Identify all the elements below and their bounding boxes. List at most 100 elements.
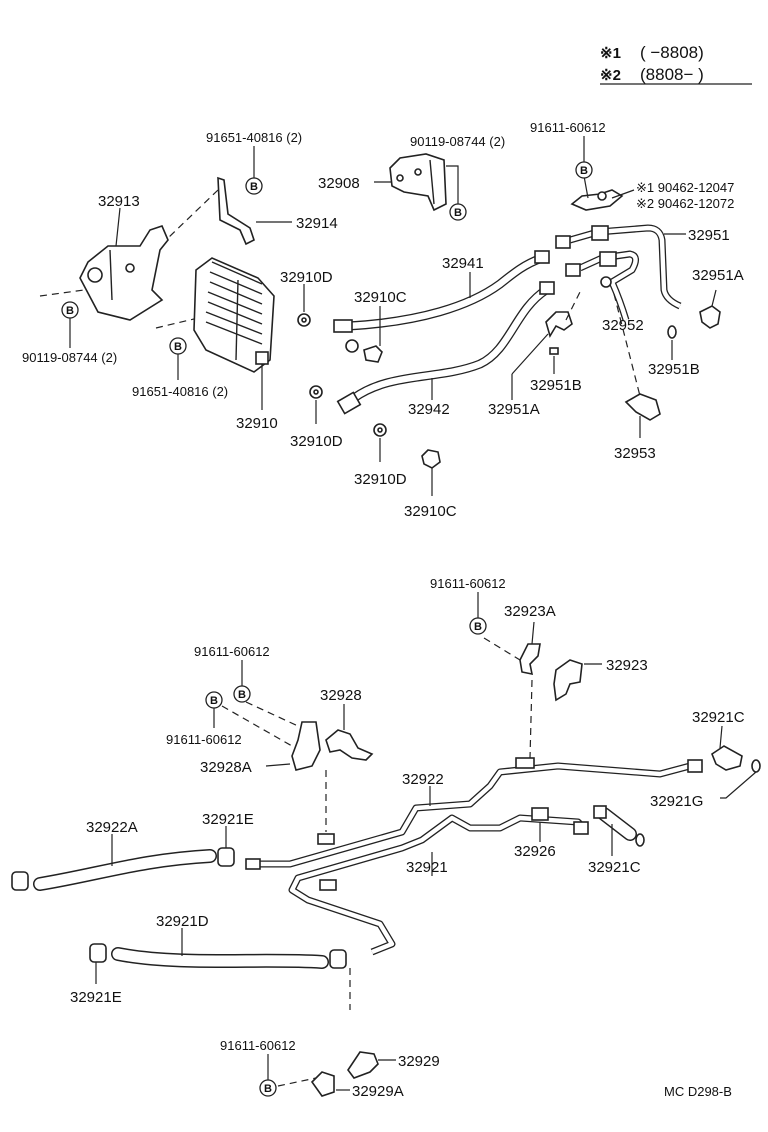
label-91611-60612-lowtop: 91611-60612: [430, 576, 506, 591]
label-32921G: 32921G: [650, 793, 703, 810]
legend-range-2: (8808− ): [640, 65, 704, 84]
svg-text:B: B: [264, 1083, 272, 1095]
clamp-32923: [553, 659, 583, 702]
clamp-32928A: [291, 721, 321, 771]
label-32921: 32921: [406, 859, 448, 876]
hose-32921C-bottom: [593, 805, 645, 847]
legend-mark-1: ※1: [600, 45, 621, 62]
bolt-symbol-91611-lowleft2: B: [205, 691, 223, 709]
label-32908: 32908: [318, 175, 360, 192]
oring-32951B-right: [667, 325, 677, 339]
label-91651-40816-mid: 91651-40816 (2): [132, 384, 228, 399]
label-32923: 32923: [606, 657, 648, 674]
label-32921E-top: 32921E: [202, 811, 254, 828]
svg-text:B: B: [238, 689, 246, 701]
svg-text:B: B: [66, 305, 74, 317]
legend-mark-2: ※2: [600, 67, 621, 84]
label-32951B-mid: 32951B: [530, 377, 582, 394]
bolt-symbol-90119-top: B: [449, 203, 467, 221]
label-32910D-c: 32910D: [354, 471, 407, 488]
label-32953: 32953: [614, 445, 656, 462]
label-32910D-b: 32910D: [290, 433, 343, 450]
washer-32910D-a: [297, 313, 311, 327]
label-32922: 32922: [402, 771, 444, 788]
label-32942: 32942: [408, 401, 450, 418]
cushion-center: [319, 879, 337, 891]
label-32913: 32913: [98, 193, 140, 210]
label-32952: 32952: [602, 317, 644, 334]
cushion-left: [317, 833, 335, 845]
label-32929A: 32929A: [352, 1083, 404, 1100]
label-1-90462-12047: ※1 90462-12047: [636, 180, 734, 195]
bolt-symbol-91611-top: B: [575, 161, 593, 179]
washer-32910D-c: [373, 423, 387, 437]
hose-32941: [333, 250, 550, 333]
label-32910D-a: 32910D: [280, 269, 333, 286]
label-32921E-bottom: 32921E: [70, 989, 122, 1006]
clamp-32921E-left: [11, 871, 29, 891]
label-91611-60612-lowleft1: 91611-60612: [194, 644, 270, 659]
legend-range-1: ( −8808): [640, 43, 704, 62]
bolt-symbol-91611-bottom: B: [259, 1079, 277, 1097]
clamp-32929A: [310, 1071, 335, 1097]
svg-text:B: B: [210, 695, 218, 707]
washer-32910D-b: [309, 385, 323, 399]
legend: ※1 ( −8808) ※2 (8808− ): [600, 43, 752, 85]
clamp-32921E-top: [217, 847, 235, 867]
label-91611-60612-top: 91611-60612: [530, 120, 606, 135]
label-2-90462-12072: ※2 90462-12072: [636, 196, 734, 211]
label-32951B-right: 32951B: [648, 361, 700, 378]
label-32929: 32929: [398, 1053, 440, 1070]
label-32951A-mid: 32951A: [488, 401, 540, 418]
bolt-symbol-90119-left: B: [61, 301, 79, 319]
footer-code: MC D298-B: [664, 1084, 732, 1099]
hose-32942: [336, 281, 555, 415]
label-91651-40816-top: 91651-40816 (2): [206, 130, 302, 145]
label-32923A: 32923A: [504, 603, 556, 620]
label-32951A-right: 32951A: [692, 267, 744, 284]
label-90119-08744-top: 90119-08744 (2): [410, 134, 505, 149]
hose-32921D: [111, 947, 329, 969]
clamp-32921E-mid: [329, 949, 347, 969]
bolt-symbol-91611-lowleft1: B: [233, 685, 251, 703]
pipe-32921: [288, 814, 589, 956]
label-90119-08744-left: 90119-08744 (2): [22, 350, 117, 365]
label-32928A: 32928A: [200, 759, 252, 776]
bolt-symbol-91611-lowtop: B: [469, 617, 487, 635]
svg-text:B: B: [250, 181, 258, 193]
svg-text:B: B: [174, 341, 182, 353]
label-32941: 32941: [442, 255, 484, 272]
pipe-32922: [245, 759, 703, 870]
label-32910C-b: 32910C: [404, 503, 457, 520]
label-32921C-top: 32921C: [692, 709, 745, 726]
bracket-32914: [217, 176, 255, 246]
label-32922A: 32922A: [86, 819, 138, 836]
clamp-32923A: [519, 643, 541, 676]
label-32914: 32914: [296, 215, 338, 232]
label-91611-60612-bottom: 91611-60612: [220, 1038, 296, 1053]
bolt-symbol-91651-top: B: [245, 177, 263, 195]
label-32926: 32926: [514, 843, 556, 860]
clamp-32921E-bottom: [89, 943, 107, 963]
bracket-32913: [79, 225, 169, 321]
svg-text:B: B: [474, 621, 482, 633]
union-bolt-32910C-a: [345, 339, 383, 363]
label-91611-60612-lowleft2: 91611-60612: [166, 732, 242, 747]
cushion-upper: [515, 757, 535, 769]
bracket-32953: [624, 393, 661, 421]
elbow-32951A-right: [699, 305, 721, 329]
label-32921C-bottom: 32921C: [588, 859, 641, 876]
clamp-32928: [325, 729, 374, 761]
oring-32921G: [751, 759, 761, 773]
oring-32951B-mid: [549, 347, 559, 355]
label-32928: 32928: [320, 687, 362, 704]
clamp-90462: [570, 189, 624, 211]
cushion-32926: [531, 807, 549, 821]
hose-32952: [565, 250, 639, 322]
elbow-32951A-mid: [545, 311, 573, 338]
pipe-32951: [555, 224, 682, 310]
clamp-32929: [347, 1051, 379, 1079]
label-32921D: 32921D: [156, 913, 209, 930]
elbow-32921C-top: [711, 745, 743, 771]
